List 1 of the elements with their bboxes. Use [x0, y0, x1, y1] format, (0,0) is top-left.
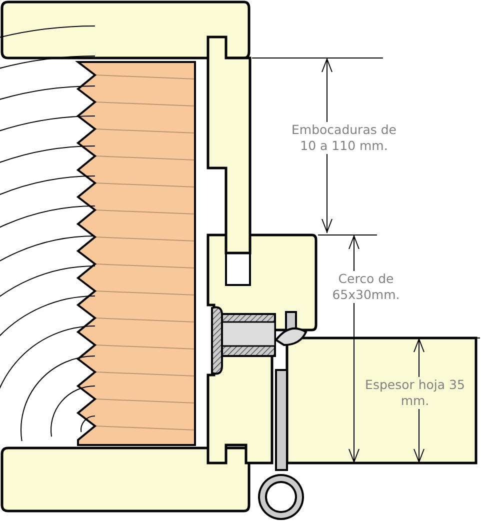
dimension-label: Espesor hoja 35 mm. [363, 377, 467, 409]
